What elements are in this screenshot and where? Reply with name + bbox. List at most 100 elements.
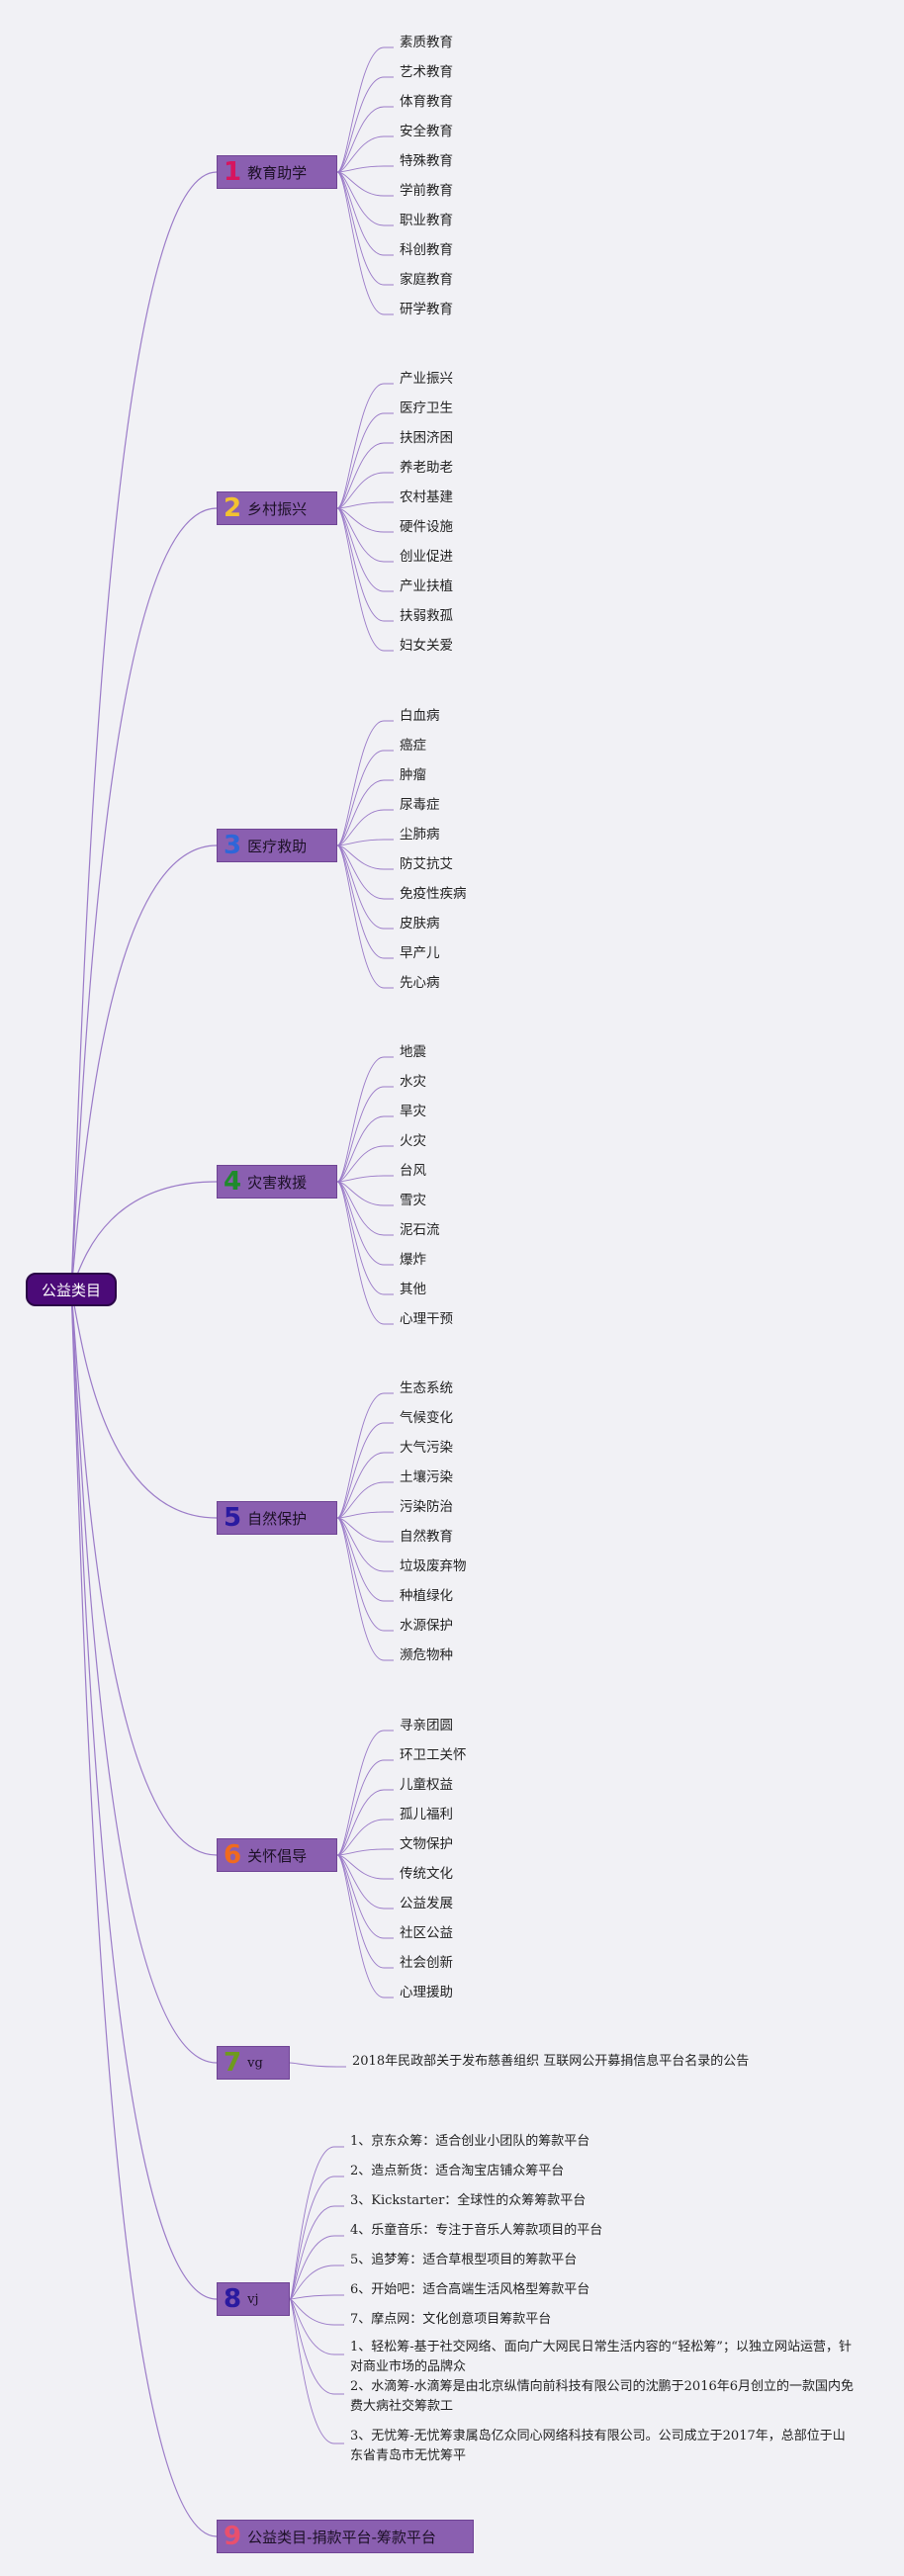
leaf-node[interactable]: 先心病 <box>400 975 440 991</box>
leaf-node[interactable]: 雪灾 <box>400 1193 426 1208</box>
leaf-node[interactable]: 防艾抗艾 <box>400 856 453 872</box>
leaf-node[interactable]: 社会创新 <box>400 1955 453 1971</box>
leaf-node[interactable]: 产业振兴 <box>400 371 453 387</box>
leaf-node[interactable]: 气候变化 <box>400 1410 453 1426</box>
leaf-node[interactable]: 社区公益 <box>400 1925 453 1941</box>
leaf-node[interactable]: 生态系统 <box>400 1380 453 1396</box>
leaf-node[interactable]: 研学教育 <box>400 302 453 317</box>
leaf-node[interactable]: 公益发展 <box>400 1896 453 1911</box>
connector-line <box>336 1481 394 1519</box>
branch-number: 9 <box>224 2522 242 2551</box>
leaf-node[interactable]: 心理援助 <box>400 1985 453 2000</box>
leaf-node[interactable]: 产业扶植 <box>400 578 453 594</box>
connector-line <box>336 844 394 930</box>
connector-line <box>336 507 394 652</box>
leaf-node[interactable]: 早产儿 <box>400 945 440 961</box>
branch-label: 自然保护 <box>247 1509 308 1528</box>
leaf-node[interactable]: 火灾 <box>400 1133 426 1149</box>
leaf-node[interactable]: 免疫性疾病 <box>400 886 467 902</box>
leaf-node[interactable]: 大气污染 <box>400 1440 453 1456</box>
branch-label: vg <box>247 2055 263 2071</box>
connector-line <box>336 1854 394 1999</box>
leaf-node[interactable]: 孤儿福利 <box>400 1807 453 1822</box>
leaf-node[interactable]: 尘肺病 <box>400 827 440 843</box>
leaf-node[interactable]: 台风 <box>400 1163 426 1179</box>
leaf-node[interactable]: 妇女关爱 <box>400 638 453 654</box>
leaf-node[interactable]: 5、追梦筹：适合草根型项目的筹款平台 <box>350 2253 578 2267</box>
connector-line <box>336 171 394 256</box>
leaf-node[interactable]: 医疗卫生 <box>400 400 453 416</box>
leaf-node[interactable]: 素质教育 <box>400 35 453 50</box>
leaf-node[interactable]: 4、乐童音乐：专注于音乐人筹款项目的平台 <box>350 2223 603 2238</box>
leaf-node[interactable]: 地震 <box>400 1044 426 1060</box>
leaf-node[interactable]: 其他 <box>400 1282 426 1297</box>
leaf-node[interactable]: 1、轻松筹-基于社交网络、面向广大网民日常生活内容的“轻松筹”；以独立网站运营，… <box>350 2340 852 2374</box>
leaf-node[interactable]: 爆炸 <box>400 1252 426 1268</box>
connector-line <box>289 2298 344 2326</box>
leaf-node[interactable]: 水源保护 <box>400 1618 453 1634</box>
leaf-node[interactable]: 创业促进 <box>400 549 453 565</box>
leaf-node[interactable]: 2018年民政部关于发布慈善组织 互联网公开募捐信息平台名录的公告 <box>352 2054 750 2069</box>
leaf-node[interactable]: 2、造点新货：适合淘宝店铺众筹平台 <box>350 2164 565 2178</box>
leaf-node[interactable]: 垃圾废弃物 <box>400 1558 467 1574</box>
leaf-node[interactable]: 养老助老 <box>400 460 453 476</box>
leaf-node[interactable]: 环卫工关怀 <box>400 1747 467 1763</box>
connector-line <box>70 507 218 1290</box>
leaf-node[interactable]: 种植绿化 <box>400 1588 453 1604</box>
root-node[interactable]: 公益类目 <box>26 1273 117 1306</box>
leaf-node[interactable]: 科创教育 <box>400 242 453 258</box>
leaf-node[interactable]: 家庭教育 <box>400 272 453 288</box>
leaf-node[interactable]: 职业教育 <box>400 213 453 228</box>
leaf-node[interactable]: 水灾 <box>400 1074 426 1090</box>
leaf-node[interactable]: 泥石流 <box>400 1222 440 1238</box>
connector-line <box>70 171 218 1290</box>
leaf-node[interactable]: 安全教育 <box>400 124 453 139</box>
leaf-node[interactable]: 学前教育 <box>400 183 453 199</box>
leaf-node[interactable]: 寻亲团圆 <box>400 1718 453 1733</box>
leaf-node[interactable]: 3、Kickstarter：全球性的众筹筹款平台 <box>350 2193 587 2208</box>
connector-line <box>336 1517 394 1661</box>
leaf-node[interactable]: 体育教育 <box>400 94 453 110</box>
leaf-node[interactable]: 6、开始吧：适合高端生活风格型筹款平台 <box>350 2282 590 2297</box>
leaf-node[interactable]: 尿毒症 <box>400 797 440 813</box>
leaf-node[interactable]: 7、摩点网：文化创意项目筹款平台 <box>350 2312 552 2327</box>
leaf-node[interactable]: 儿童权益 <box>400 1777 453 1793</box>
connector-line <box>336 507 394 533</box>
leaf-node[interactable]: 旱灾 <box>400 1104 426 1119</box>
leaf-node[interactable]: 皮肤病 <box>400 916 440 932</box>
leaf-node[interactable]: 特殊教育 <box>400 153 453 169</box>
leaf-node[interactable]: 传统文化 <box>400 1866 453 1882</box>
leaf-node[interactable]: 3、无忧筹-无忧筹隶属岛亿众同心网络科技有限公司。公司成立于2017年，总部位于… <box>350 2429 846 2463</box>
leaf-node[interactable]: 心理干预 <box>400 1311 453 1327</box>
leaf-node[interactable]: 土壤污染 <box>400 1469 453 1485</box>
leaf-node[interactable]: 白血病 <box>400 708 440 724</box>
leaf-node[interactable]: 癌症 <box>400 738 426 754</box>
leaf-node[interactable]: 扶弱救孤 <box>400 608 453 624</box>
connector-line <box>336 1517 394 1572</box>
connector-line <box>336 1181 394 1295</box>
leaf-node[interactable]: 污染防治 <box>400 1499 453 1515</box>
leaf-node[interactable]: 硬件设施 <box>400 519 453 535</box>
connector-line <box>336 1181 394 1266</box>
leaf-node[interactable]: 文物保护 <box>400 1836 453 1852</box>
leaf-node[interactable]: 自然教育 <box>400 1529 453 1545</box>
leaf-node[interactable]: 濒危物种 <box>400 1647 453 1663</box>
leaf-node[interactable]: 1、京东众筹：适合创业小团队的筹款平台 <box>350 2134 590 2149</box>
leaf-node[interactable]: 农村基建 <box>400 489 453 505</box>
leaf-node[interactable]: 2、水滴筹-水滴筹是由北京纵情向前科技有限公司的沈鹏于2016年6月创立的一款国… <box>350 2379 855 2414</box>
leaf-node[interactable]: 艺术教育 <box>400 64 453 80</box>
connector-line <box>336 844 394 989</box>
leaf-node[interactable]: 扶困济困 <box>400 430 453 446</box>
connector-line <box>336 1175 394 1183</box>
leaf-node[interactable]: 肿瘤 <box>400 767 426 783</box>
